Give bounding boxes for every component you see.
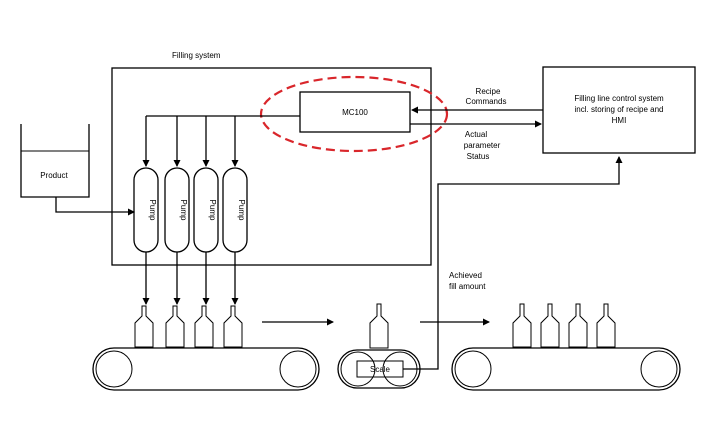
svg-text:Pump: Pump xyxy=(237,200,246,221)
svg-text:Pump: Pump xyxy=(179,200,188,221)
mc100-label: MC100 xyxy=(342,108,368,117)
scale-label: Scale xyxy=(370,365,391,374)
bottle-3 xyxy=(194,305,214,348)
filling-system-box xyxy=(111,67,432,266)
svg-text:Pump: Pump xyxy=(208,200,217,221)
product-feed-arrow xyxy=(55,197,135,216)
bottle-4 xyxy=(223,305,243,348)
achieved-fill-line xyxy=(403,156,623,370)
pump-2: Pump xyxy=(164,167,190,253)
control-system-label-2: incl. storing of recipe and xyxy=(575,105,664,114)
highlight-ellipse xyxy=(259,75,449,153)
filling-system-title: Filling system xyxy=(172,51,221,60)
achieved-label-1: Achieved xyxy=(449,271,482,280)
bottle-2 xyxy=(165,305,185,348)
pump-3: Pump xyxy=(193,167,219,253)
parameter-label: parameter xyxy=(464,141,501,150)
achieved-label-2: fill amount xyxy=(449,282,486,291)
pump-1: Pump xyxy=(133,167,159,253)
bottle-1 xyxy=(134,305,154,348)
actual-label: Actual xyxy=(465,130,487,139)
commands-label: Commands xyxy=(466,97,507,106)
svg-text:Pump: Pump xyxy=(148,200,157,221)
filled-bottle-2 xyxy=(540,303,560,348)
filled-bottle-4 xyxy=(596,303,616,348)
filled-bottle-3 xyxy=(568,303,588,348)
control-system-label-3: HMI xyxy=(612,116,627,125)
filled-bottle-1 xyxy=(512,303,532,348)
mc100-box xyxy=(299,91,411,133)
conveyor-2 xyxy=(451,347,681,391)
scale-bottle xyxy=(369,303,389,349)
product-tank xyxy=(20,124,90,198)
control-system-label-1: Filling line control system xyxy=(574,94,664,103)
conveyor-1 xyxy=(92,347,320,391)
pump-4: Pump xyxy=(222,167,248,253)
status-label: Status xyxy=(467,152,490,161)
recipe-label: Recipe xyxy=(476,87,501,96)
product-label: Product xyxy=(40,171,68,180)
